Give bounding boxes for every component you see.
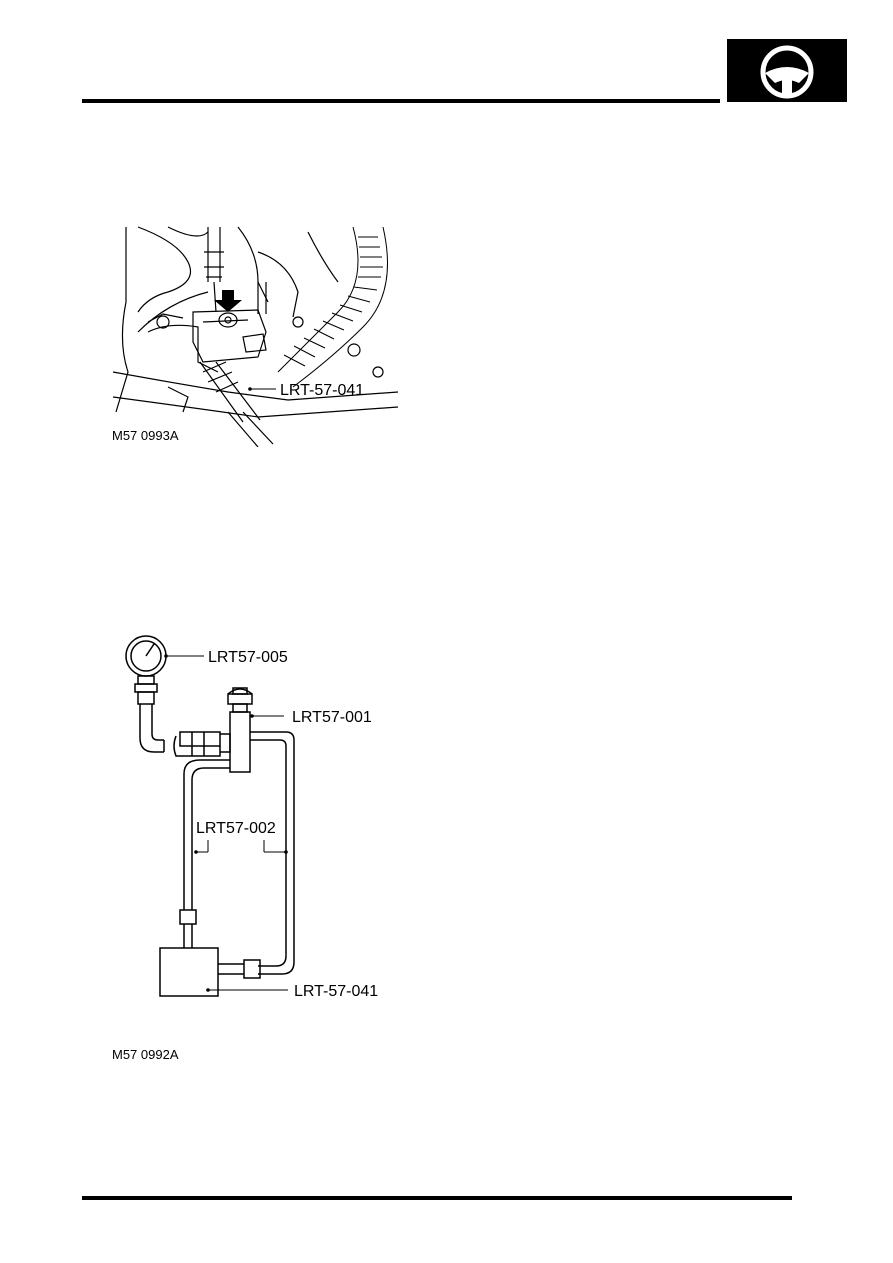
figure-adapter-location: LRT-57-041 M57 0993A [108, 222, 408, 448]
figure-caption: M57 0993A [112, 428, 179, 443]
figure-test-rig: LRT57-005 LRT57-001 LRT57-002 LRT-57-041… [108, 628, 408, 1068]
steering-wheel-icon [760, 45, 814, 99]
callout-lrt57-001: LRT57-001 [292, 709, 372, 726]
figure-caption: M57 0992A [112, 1047, 179, 1062]
callout-lrt57-005: LRT57-005 [208, 649, 288, 666]
callout-lrt-57-041: LRT-57-041 [280, 382, 364, 399]
section-badge [727, 39, 847, 102]
header-rule [82, 99, 720, 103]
callout-lrt57-002: LRT57-002 [196, 820, 276, 837]
callout-lrt-57-041: LRT-57-041 [294, 983, 378, 1000]
footer-rule [82, 1196, 792, 1200]
